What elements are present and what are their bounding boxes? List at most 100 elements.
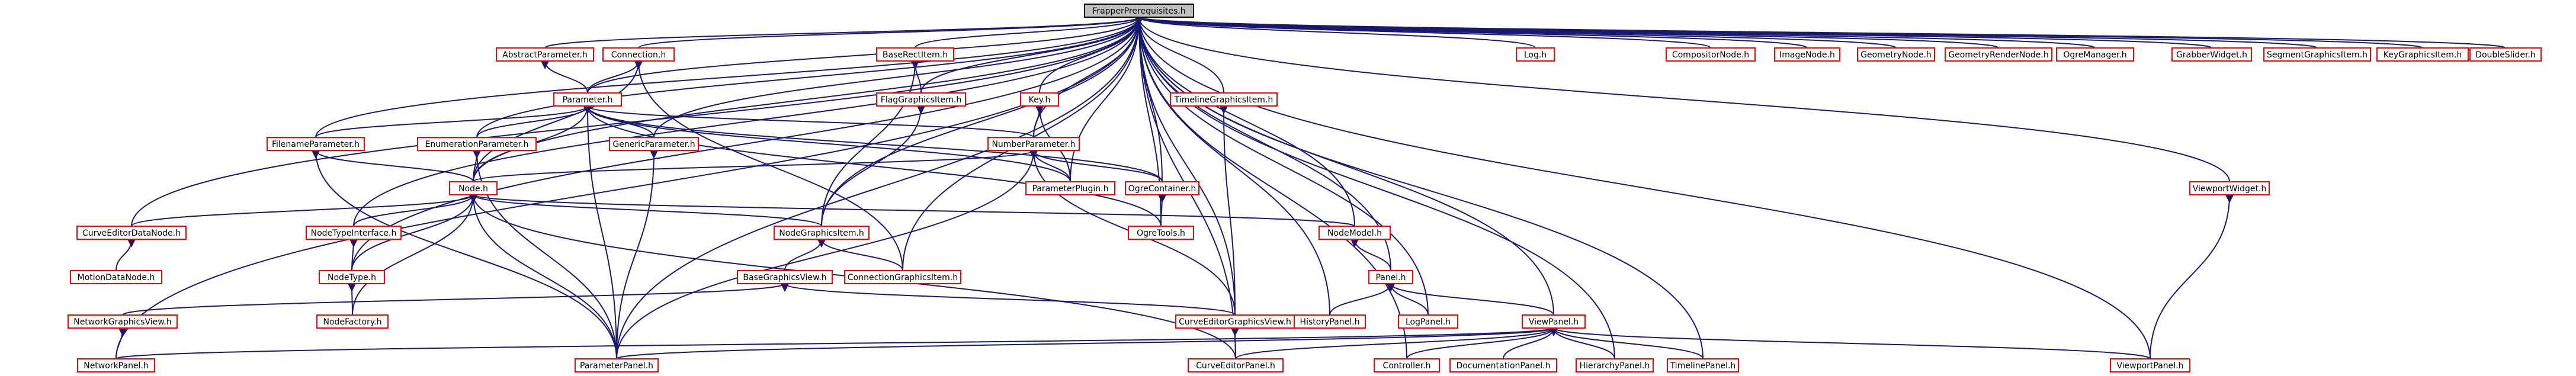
edge-frapper-prerequisites-to-flag-graphics-item — [920, 17, 1143, 94]
node-box — [1576, 358, 1654, 372]
node-label: Key.h — [1029, 95, 1051, 105]
edge-parameter-to-parameter-panel — [583, 105, 617, 359]
node-label: LogPanel.h — [1406, 317, 1451, 327]
node-key-graphics-item[interactable]: KeyGraphicsItem.h — [2376, 47, 2469, 62]
node-box — [68, 314, 178, 329]
node-label: BaseRectItem.h — [883, 50, 948, 60]
node-label: NodeModel.h — [1327, 229, 1382, 238]
node-node-type[interactable]: NodeType.h — [319, 270, 385, 284]
node-timeline-panel[interactable]: TimelinePanel.h — [1667, 358, 1739, 372]
node-number-parameter[interactable]: NumberParameter.h — [987, 137, 1080, 151]
node-box — [1522, 314, 1586, 329]
node-box — [70, 270, 162, 284]
node-label: CurveEditorGraphicsView.h — [1179, 317, 1291, 327]
node-box — [1294, 314, 1366, 329]
node-generic-parameter[interactable]: GenericParameter.h — [609, 137, 699, 151]
node-label: FrapperPrerequisites.h — [1092, 7, 1185, 16]
edge-frapper-prerequisites-to-connection — [638, 17, 1143, 49]
edge-panel-to-view-panel — [1387, 283, 1554, 316]
node-box — [2469, 47, 2542, 62]
node-label: EnumerationParameter.h — [425, 140, 529, 149]
node-hierarchy-panel[interactable]: HierarchyPanel.h — [1576, 358, 1654, 372]
node-connection[interactable]: Connection.h — [602, 47, 675, 62]
node-filename-parameter[interactable]: FilenameParameter.h — [267, 137, 365, 151]
node-panel[interactable]: Panel.h — [1368, 270, 1413, 284]
node-box — [1319, 226, 1391, 240]
node-image-node[interactable]: ImageNode.h — [1774, 47, 1840, 62]
node-base-graphics-view[interactable]: BaseGraphicsView.h — [737, 270, 833, 284]
node-log-panel[interactable]: LogPanel.h — [1398, 314, 1458, 329]
node-connection-graphics-item[interactable]: ConnectionGraphicsItem.h — [844, 270, 961, 284]
node-parameter-plugin[interactable]: ParameterPlugin.h — [1025, 181, 1115, 195]
node-abstract-parameter[interactable]: AbstractParameter.h — [496, 47, 594, 62]
node-box — [2189, 181, 2270, 195]
node-viewport-panel[interactable]: ViewportPanel.h — [2110, 358, 2190, 372]
edge-frapper-prerequisites-to-generic-parameter — [653, 17, 1143, 138]
edge-frapper-prerequisites-to-viewport-panel — [1135, 17, 2151, 359]
node-frapper-prerequisites[interactable]: FrapperPrerequisites.h — [1084, 4, 1194, 18]
node-label: CurveEditorDataNode.h — [82, 229, 181, 238]
node-node-type-interface[interactable]: NodeTypeInterface.h — [306, 226, 402, 240]
node-grabber-widget[interactable]: GrabberWidget.h — [2171, 47, 2252, 62]
edge-parameter-to-enumeration-parameter — [476, 105, 592, 138]
edge-node-graphics-item-to-base-graphics-view — [784, 239, 826, 271]
node-timeline-graphics-item[interactable]: TimelineGraphicsItem.h — [1170, 92, 1278, 107]
node-label: ParameterPanel.h — [580, 361, 653, 371]
edge-frapper-prerequisites-to-node-type-interface — [353, 17, 1143, 227]
node-base-rect-item[interactable]: BaseRectItem.h — [876, 47, 954, 62]
node-key[interactable]: Key.h — [1020, 92, 1059, 107]
node-geometry-render-node[interactable]: GeometryRenderNode.h — [1945, 47, 2052, 62]
node-box — [77, 358, 155, 372]
node-curve-editor-graphics-view[interactable]: CurveEditorGraphicsView.h — [1175, 314, 1295, 329]
node-label: CompositorNode.h — [1672, 50, 1749, 60]
node-box — [1125, 181, 1199, 195]
node-label: GrabberWidget.h — [2176, 50, 2247, 60]
edge-frapper-prerequisites-to-double-slider — [1135, 17, 2506, 49]
node-box — [316, 314, 389, 329]
node-geometry-node[interactable]: GeometryNode.h — [1857, 47, 1935, 62]
node-ogre-container[interactable]: OgreContainer.h — [1125, 181, 1199, 195]
edge-enumeration-parameter-to-parameter-panel — [473, 150, 617, 359]
node-box — [876, 47, 954, 62]
node-double-slider[interactable]: DoubleSlider.h — [2469, 47, 2542, 62]
node-label: FilenameParameter.h — [272, 140, 360, 149]
node-node-model[interactable]: NodeModel.h — [1319, 226, 1391, 240]
node-segment-graphics-item[interactable]: SegmentGraphicsItem.h — [2263, 47, 2371, 62]
node-network-graphics-view[interactable]: NetworkGraphicsView.h — [68, 314, 178, 329]
node-box — [844, 270, 961, 284]
node-node[interactable]: Node.h — [449, 181, 498, 195]
node-curve-editor-data-node[interactable]: CurveEditorDataNode.h — [76, 226, 187, 240]
node-controller[interactable]: Controller.h — [1374, 358, 1440, 372]
edge-generic-parameter-to-parameter-panel — [616, 150, 658, 359]
node-label: ViewportPanel.h — [2116, 361, 2183, 371]
node-log[interactable]: Log.h — [1516, 47, 1555, 62]
node-history-panel[interactable]: HistoryPanel.h — [1294, 314, 1366, 329]
node-documentation-panel[interactable]: DocumentationPanel.h — [1449, 358, 1557, 372]
node-network-panel[interactable]: NetworkPanel.h — [77, 358, 155, 372]
node-view-panel[interactable]: ViewPanel.h — [1522, 314, 1586, 329]
node-curve-editor-panel[interactable]: CurveEditorPanel.h — [1188, 358, 1284, 372]
node-box — [267, 137, 365, 151]
node-ogre-tools[interactable]: OgreTools.h — [1128, 226, 1194, 240]
node-node-graphics-item[interactable]: NodeGraphicsItem.h — [774, 226, 870, 240]
node-box — [737, 270, 833, 284]
node-ogre-manager[interactable]: OgreManager.h — [2056, 47, 2134, 62]
edge-node-model-to-panel — [1350, 239, 1391, 271]
node-flag-graphics-item[interactable]: FlagGraphicsItem.h — [876, 92, 966, 107]
node-viewport-widget[interactable]: ViewportWidget.h — [2189, 181, 2270, 195]
node-label: OgreContainer.h — [1128, 184, 1196, 194]
node-box — [306, 226, 402, 240]
edge-view-panel-to-timeline-panel — [1550, 327, 1704, 359]
node-enumeration-parameter[interactable]: EnumerationParameter.h — [417, 137, 537, 151]
node-motion-data-node[interactable]: MotionDataNode.h — [70, 270, 162, 284]
node-node-factory[interactable]: NodeFactory.h — [316, 314, 389, 329]
node-compositor-node[interactable]: CompositorNode.h — [1666, 47, 1756, 62]
edge-frapper-prerequisites-to-view-panel — [1135, 17, 1554, 316]
edge-frapper-prerequisites-to-hierarchy-panel — [1135, 17, 1615, 359]
edge-curve-editor-data-node-to-motion-data-node — [116, 239, 136, 271]
edge-frapper-prerequisites-to-node-graphics-item — [821, 17, 1143, 227]
node-parameter-panel[interactable]: ParameterPanel.h — [575, 358, 659, 372]
node-parameter[interactable]: Parameter.h — [553, 92, 622, 107]
node-label: NodeType.h — [328, 273, 376, 282]
edge-viewport-widget-to-viewport-panel — [2150, 194, 2234, 359]
